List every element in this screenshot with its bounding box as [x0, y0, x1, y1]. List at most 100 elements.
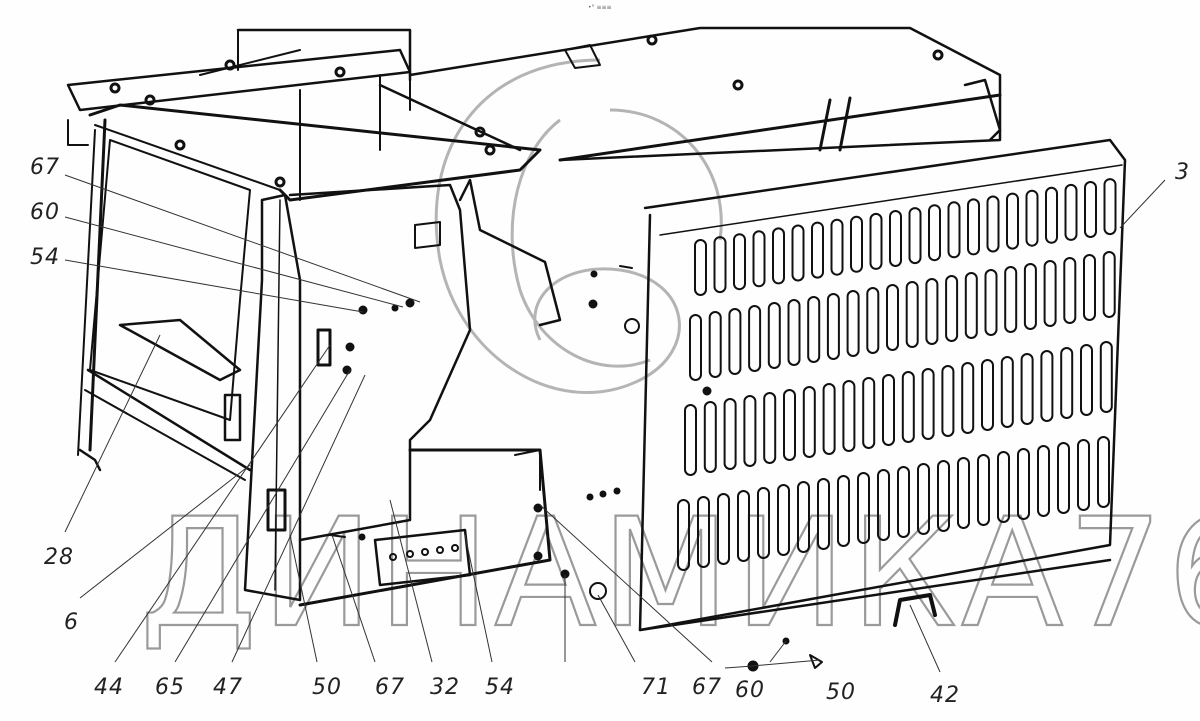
- left-panel: [78, 139, 252, 481]
- grille-slot: [905, 281, 919, 348]
- grille-slot: [802, 386, 816, 458]
- handle-part: [893, 593, 937, 627]
- grille-slot: [1063, 257, 1077, 324]
- grille-slot: [866, 287, 880, 354]
- grille-slot: [743, 395, 757, 467]
- callout-54-top: 54: [30, 245, 60, 270]
- callout-65: 65: [155, 675, 185, 700]
- watermark-logo: [434, 58, 723, 395]
- grille-slot: [689, 314, 702, 381]
- grille-slot: [677, 499, 690, 571]
- grille-slot: [886, 284, 899, 351]
- grille-slot: [1083, 254, 1096, 321]
- grille-slot: [961, 362, 975, 434]
- grille-slot: [877, 469, 890, 541]
- grille-slot: [1004, 266, 1018, 333]
- grille-slot: [777, 484, 790, 556]
- grille-slot: [986, 195, 1000, 253]
- callout-67-top: 67: [30, 155, 60, 180]
- grille-slot: [733, 233, 746, 291]
- grille-slot: [1043, 260, 1057, 327]
- fastener-outlines: [329, 265, 823, 669]
- grille-panel: [638, 138, 1127, 632]
- callout-71: 71: [641, 675, 671, 700]
- grille-slot: [684, 404, 697, 476]
- grille-slot: [937, 460, 950, 532]
- grille-slot: [945, 275, 959, 342]
- grille-slot: [947, 201, 961, 259]
- top-note: •° ≡≡≡: [588, 4, 612, 11]
- grille-slot: [748, 305, 762, 372]
- grille-slot: [708, 311, 722, 378]
- grille-slot: [1060, 347, 1074, 419]
- grille-slot: [1017, 448, 1030, 520]
- grille-slot: [791, 224, 805, 282]
- grille-slot: [1103, 178, 1117, 236]
- grille-slot: [772, 227, 785, 285]
- callout-6: 6: [64, 610, 79, 635]
- grille-slot: [728, 308, 742, 375]
- grille-slot: [977, 454, 990, 526]
- grille-slot: [783, 389, 796, 461]
- grille-slot: [941, 365, 955, 437]
- grille-slot: [694, 239, 707, 296]
- callout-60-right: 60: [735, 678, 765, 703]
- grille-slot: [1006, 192, 1019, 250]
- grille-slot: [846, 290, 860, 357]
- grille-slot: [752, 230, 766, 288]
- leader-lines: [64, 174, 1166, 673]
- grille-slot: [797, 481, 810, 553]
- callout-28: 28: [44, 545, 74, 570]
- grille-slot: [1045, 186, 1058, 244]
- grille-slot: [925, 278, 939, 345]
- grille-slot: [811, 221, 824, 279]
- grille-slot: [857, 472, 870, 544]
- grille-slot: [889, 210, 902, 267]
- callout-54-bottom: 54: [485, 675, 515, 700]
- grille-slot: [964, 272, 978, 339]
- grille-slot: [703, 401, 717, 473]
- grille-slot: [697, 496, 710, 568]
- grille-slot: [807, 296, 821, 363]
- callout-44: 44: [94, 675, 124, 700]
- grille-slot: [817, 478, 830, 550]
- grille-slot: [997, 451, 1010, 523]
- grille-slot: [984, 269, 998, 336]
- grille-slot: [862, 377, 876, 449]
- grille-slot: [1064, 183, 1078, 241]
- grille-slot: [908, 207, 922, 265]
- callout-42: 42: [930, 683, 960, 708]
- callout-60-top: 60: [30, 200, 60, 225]
- grille-slot: [1000, 356, 1014, 428]
- grille-slot: [830, 218, 844, 276]
- grille-slot: [901, 371, 915, 443]
- grille-slot: [928, 204, 941, 262]
- grille-slot: [1057, 442, 1070, 514]
- grille-slot: [1102, 251, 1116, 318]
- grille-slot: [869, 212, 883, 270]
- grille-slot: [850, 215, 863, 273]
- grille-slot: [822, 383, 836, 455]
- grille-slot: [767, 302, 781, 369]
- grille-slot: [826, 293, 840, 360]
- grille-slot: [763, 392, 777, 464]
- center-bracket: [288, 178, 562, 607]
- callout-3: 3: [1175, 160, 1190, 185]
- grille-slot: [1025, 189, 1039, 247]
- grille-slot: [717, 493, 730, 565]
- grille-slot: [713, 236, 727, 294]
- grille-slot: [981, 359, 994, 431]
- grille-slot: [1099, 341, 1113, 413]
- grille-slot: [967, 198, 980, 256]
- grille-slot: [1040, 350, 1054, 422]
- callout-67-bottom: 67: [375, 675, 405, 700]
- grille-slot: [1080, 344, 1093, 416]
- grille-slot: [842, 380, 856, 452]
- grille-slot: [1020, 353, 1034, 425]
- grille-slot: [1077, 439, 1090, 511]
- grille-slot: [921, 368, 935, 440]
- callout-50-right: 50: [826, 680, 856, 705]
- frame: [66, 28, 542, 456]
